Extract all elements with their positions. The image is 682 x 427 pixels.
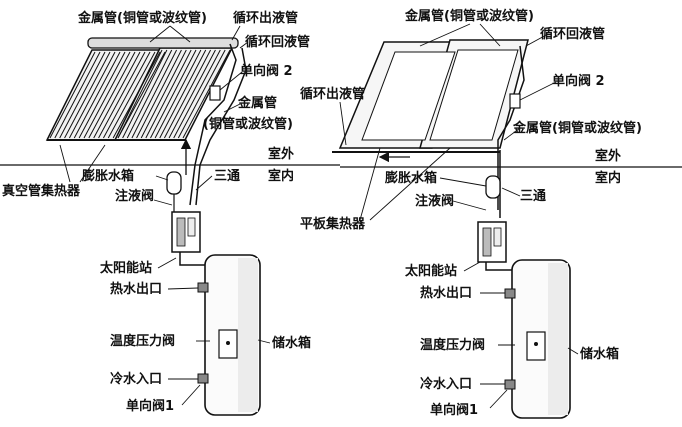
- right-label-solar-station: 太阳能站: [404, 263, 457, 279]
- vacuum-tube: [73, 51, 121, 139]
- right-label-check-valve-1: 单向阀1: [430, 402, 478, 418]
- vacuum-tube: [49, 51, 96, 139]
- right-label-indoor: 室内: [595, 170, 621, 186]
- right-label-hot-outlet: 热水出口: [420, 285, 472, 301]
- left-check-valve-2: [209, 85, 221, 101]
- right-circ-pipe: [497, 45, 525, 210]
- vacuum-tube: [182, 49, 231, 139]
- vacuum-tube: [83, 51, 131, 139]
- vacuum-tube: [173, 49, 221, 139]
- vacuum-tube: [54, 51, 101, 139]
- left-label-metal-pipe-mid-1: 金属管: [237, 95, 277, 111]
- right-cold-inlet-fitting: [504, 379, 516, 390]
- right-expansion-tank: [485, 175, 501, 199]
- vacuum-tube: [154, 49, 202, 139]
- right-check-valve-2: [509, 93, 521, 109]
- left-label-tee: 三通: [214, 168, 240, 184]
- left-label-fill-valve: 注液阀: [115, 188, 154, 204]
- flat-plate-collector: [332, 39, 529, 153]
- left-hot-outlet-fitting: [197, 282, 209, 293]
- left-label-outdoor: 室外: [268, 146, 294, 162]
- vacuum-tube: [88, 51, 136, 139]
- right-leader-lines: [339, 23, 579, 409]
- vacuum-tube: [168, 49, 216, 139]
- left-label-circ-return: 循环回液管: [245, 34, 310, 50]
- vacuum-tube: [126, 49, 173, 139]
- vacuum-tube: [68, 51, 116, 139]
- right-label-temp-pressure-valve: 温度压力阀: [420, 337, 485, 353]
- vacuum-tube: [112, 51, 161, 139]
- left-circ-out-pipe: [189, 43, 237, 206]
- left-label-check-valve-2: 单向阀 2: [240, 63, 293, 79]
- left-label-metal-pipe-top: 金属管(铜管或波纹管): [77, 10, 207, 26]
- left-label-solar-station: 太阳能站: [99, 260, 152, 276]
- right-system: [332, 39, 682, 419]
- vacuum-tube: [150, 49, 197, 139]
- right-label-metal-pipe-top: 金属管(铜管或波纹管): [404, 8, 534, 24]
- vacuum-tube: [177, 49, 226, 139]
- right-label-outdoor: 室外: [595, 148, 621, 164]
- left-label-storage-tank: 储水箱: [271, 335, 311, 351]
- left-label-cold-inlet: 冷水入口: [110, 371, 162, 387]
- right-label-flat-collector: 平板集热器: [300, 216, 366, 232]
- vacuum-tube: [131, 49, 178, 139]
- left-label-vacuum-collector: 真空管集热器: [2, 183, 81, 199]
- left-label-temp-pressure-valve: 温度压力阀: [110, 333, 175, 349]
- vacuum-tube: [117, 51, 166, 139]
- vacuum-tube: [78, 51, 126, 139]
- vacuum-tube: [117, 49, 163, 139]
- right-label-circ-return: 循环回液管: [540, 26, 605, 42]
- vacuum-tube: [107, 51, 156, 139]
- left-label-metal-pipe-mid-2: (铜管或波纹管): [203, 116, 293, 132]
- left-system: [0, 37, 340, 416]
- left-label-indoor: 室内: [268, 168, 294, 184]
- right-solar-station: [477, 221, 507, 263]
- left-label-circ-out: 循环出液管: [233, 10, 298, 26]
- right-label-expansion-tank: 膨胀水箱: [384, 170, 437, 186]
- right-storage-tank: [511, 259, 571, 419]
- vacuum-tube: [98, 51, 146, 139]
- vacuum-tube: [102, 51, 151, 139]
- right-label-cold-inlet: 冷水入口: [420, 376, 472, 392]
- vacuum-tube: [136, 49, 182, 139]
- right-label-storage-tank: 储水箱: [579, 346, 619, 362]
- vacuum-tube: [145, 49, 192, 139]
- left-leader-lines: [59, 25, 271, 406]
- vacuum-tube: [163, 49, 212, 139]
- left-label-hot-outlet: 热水出口: [110, 281, 162, 297]
- left-cold-inlet-fitting: [197, 373, 209, 384]
- right-label-tee: 三通: [520, 188, 546, 204]
- left-label-check-valve-1: 单向阀1: [126, 398, 174, 414]
- vacuum-tube: [122, 49, 168, 139]
- left-storage-tank: [204, 254, 261, 416]
- vacuum-tube: [59, 51, 106, 139]
- vacuum-tube: [159, 49, 207, 139]
- right-label-check-valve-2: 单向阀 2: [552, 73, 605, 89]
- left-solar-station: [171, 211, 201, 253]
- left-label-expansion-tank: 膨胀水箱: [81, 168, 134, 184]
- right-label-fill-valve: 注液阀: [415, 193, 454, 209]
- right-label-metal-pipe-mid: 金属管(铜管或波纹管): [512, 120, 642, 136]
- vacuum-tube: [64, 51, 111, 139]
- vacuum-tube: [140, 49, 187, 139]
- right-hot-outlet-fitting: [504, 288, 516, 299]
- right-label-circ-out: 循环出液管: [300, 86, 365, 102]
- vacuum-tube-collector: [45, 37, 239, 141]
- left-expansion-tank: [166, 171, 182, 195]
- left-circ-return-pipe: [195, 47, 247, 206]
- vacuum-tube: [93, 51, 141, 139]
